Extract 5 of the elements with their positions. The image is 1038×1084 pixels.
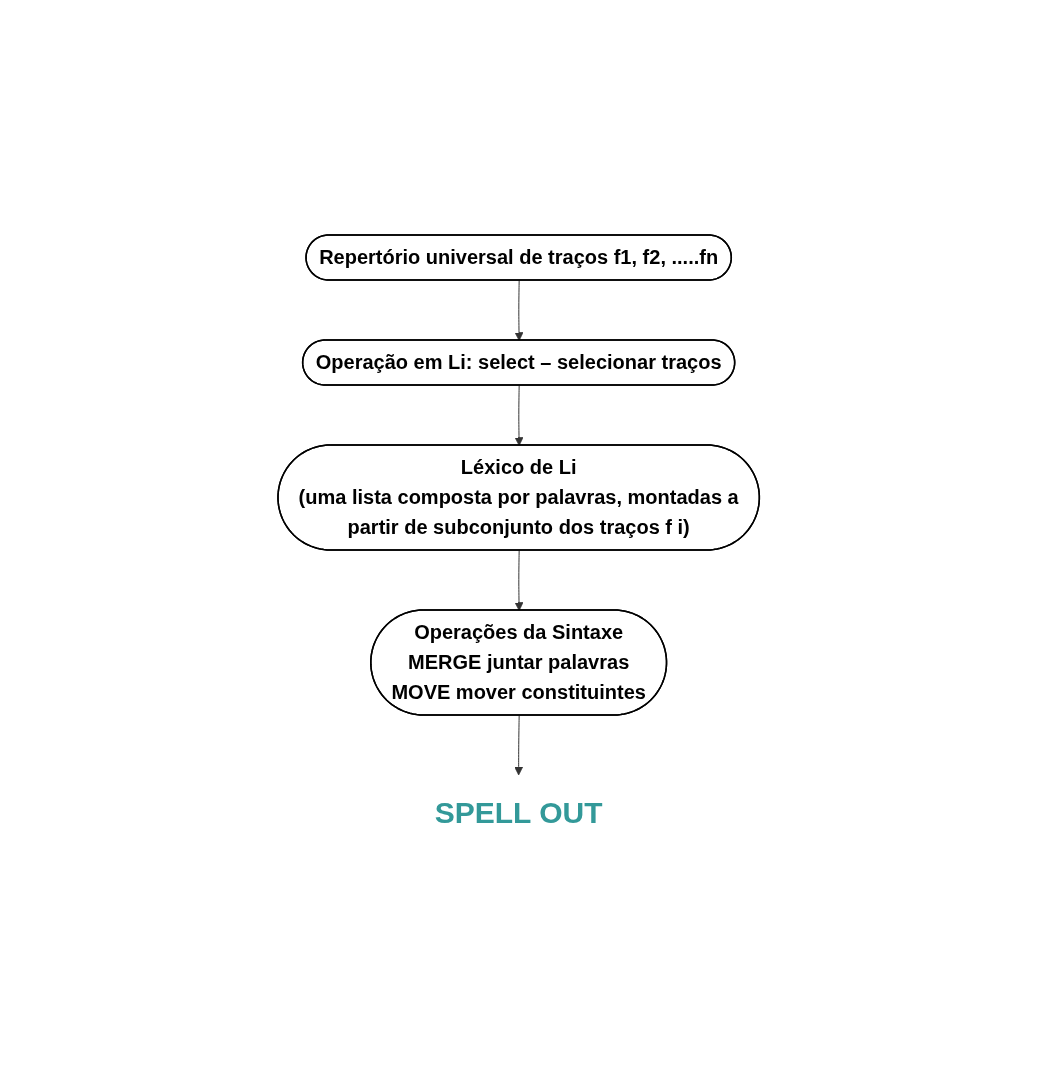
arrow	[514, 714, 524, 775]
arrow	[514, 384, 524, 446]
node-text: SPELL OUT	[435, 795, 603, 829]
arrow	[514, 549, 524, 611]
arrow	[514, 279, 524, 341]
